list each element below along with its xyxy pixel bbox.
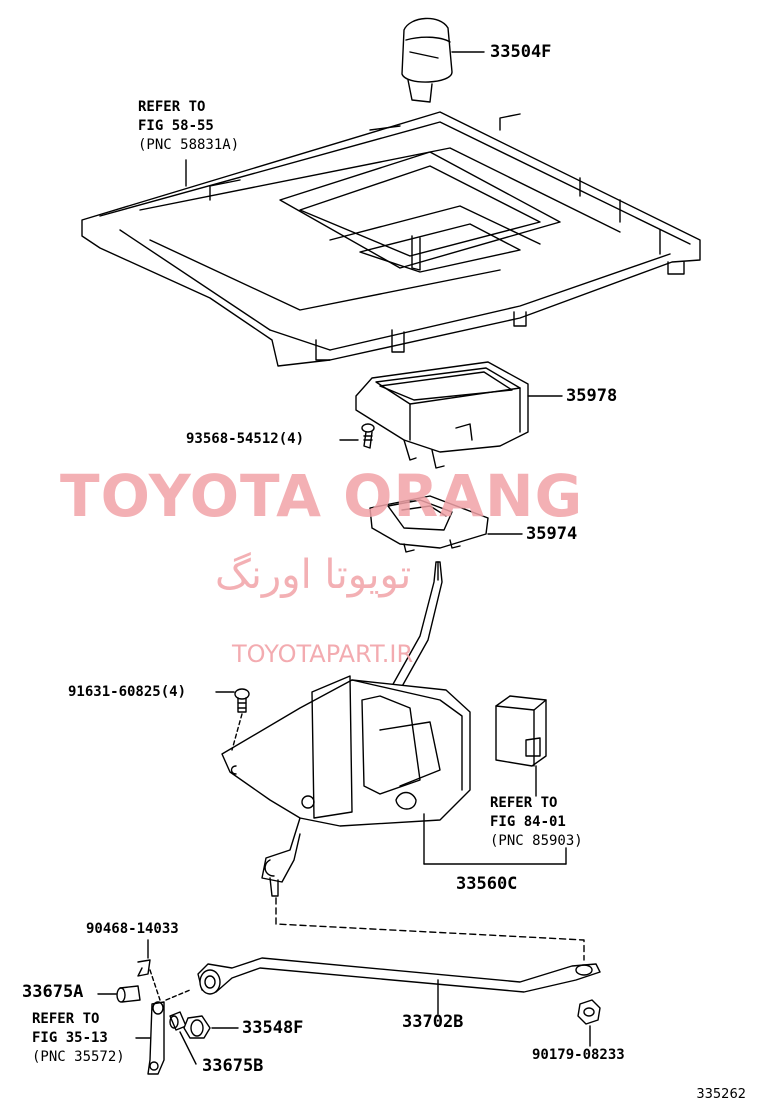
label-nut: 90179-08233 <box>532 1047 625 1063</box>
ref-lever-line3: (PNC 35572) <box>32 1049 125 1065</box>
nut-drawing <box>577 999 601 1047</box>
label-bolt: 91631-60825(4) <box>68 684 187 700</box>
retainer-drawing <box>183 1015 239 1039</box>
label-indicator: 35974 <box>526 524 578 544</box>
lever-arm-drawing <box>135 989 191 1075</box>
ref-computer-line3: (PNC 85903) <box>490 833 583 849</box>
label-bushing-b: 33675B <box>202 1056 264 1076</box>
label-bushing-a: 33675A <box>22 982 84 1002</box>
ref-console-line3: (PNC 58831A) <box>138 137 240 153</box>
computer-module-drawing <box>495 695 547 797</box>
ref-console-line2: FIG 58-55 <box>138 118 214 134</box>
label-screw: 93568-54512(4) <box>186 431 305 447</box>
control-rod-drawing <box>197 957 601 1015</box>
watermark-url: TOYOTAPART.IR <box>232 640 414 668</box>
bezel-drawing <box>355 361 563 469</box>
watermark-brand: TOYOTA ORANG <box>60 462 584 530</box>
bushing-a-drawing <box>97 985 141 1003</box>
console-panel-drawing <box>81 111 701 367</box>
bolt-drawing <box>215 688 250 751</box>
label-shift-lever-assy: 33560C <box>456 874 518 894</box>
label-bezel: 35978 <box>566 386 618 406</box>
ref-lever-line2: FIG 35-13 <box>32 1030 108 1046</box>
shift-lever-assembly-drawing <box>221 561 567 897</box>
label-retainer: 33548F <box>242 1018 304 1038</box>
clip-drawing <box>137 939 161 1001</box>
indicator-drawing <box>369 495 523 553</box>
ref-computer-line2: FIG 84-01 <box>490 814 566 830</box>
ref-lever-line1: REFER TO <box>32 1011 100 1027</box>
figure-number: 335262 <box>696 1087 746 1102</box>
ref-computer-line1: REFER TO <box>490 795 558 811</box>
label-knob: 33504F <box>490 42 552 62</box>
ref-console-line1: REFER TO <box>138 99 206 115</box>
screw-drawing <box>339 423 375 449</box>
label-rod: 33702B <box>402 1012 464 1032</box>
link-dashed-line <box>275 897 585 961</box>
shift-knob-drawing <box>401 17 485 103</box>
label-clip: 90468-14033 <box>86 921 179 937</box>
watermark-persian: تویوتا اورنگ <box>215 552 412 598</box>
